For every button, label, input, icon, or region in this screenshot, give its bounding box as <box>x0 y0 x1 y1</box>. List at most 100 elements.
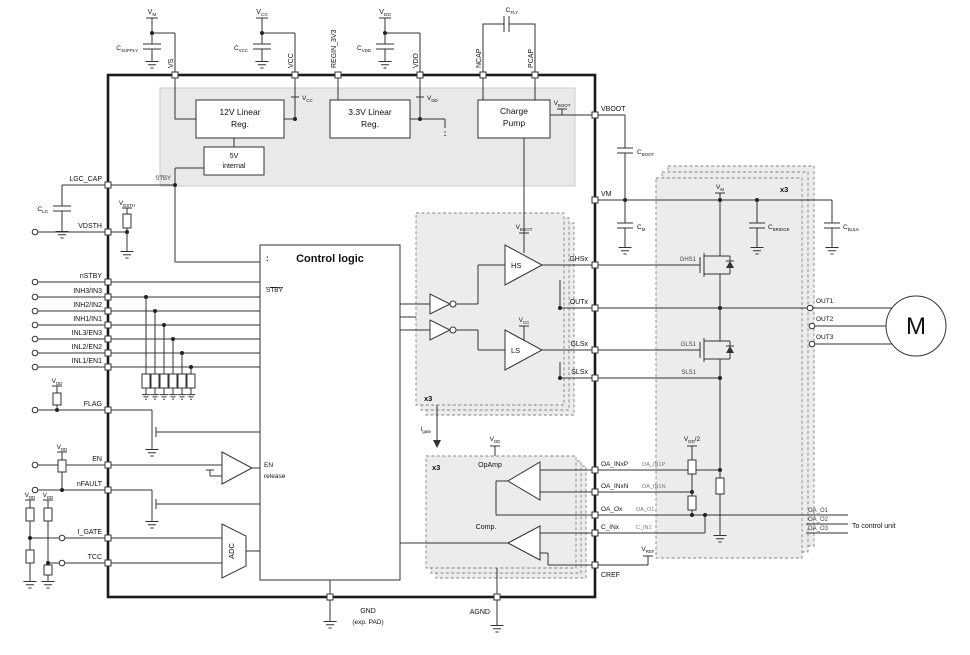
internal-5v-title: 5V <box>230 153 239 160</box>
pin-lgc-cap <box>104 181 112 189</box>
bridge-x3-label: x3 <box>780 185 788 194</box>
out3-label: OUT3 <box>816 334 834 341</box>
vdsth-ref-label: VDSTH <box>119 200 135 208</box>
pin-gnd <box>326 593 334 601</box>
vcc-tap-label: VCC <box>302 95 314 103</box>
pin-label-inl3: INL3/EN3 <box>72 330 102 337</box>
oa-o1-out-label: OA_O1 <box>808 508 829 514</box>
cbridge-label: CBRIDGE <box>768 224 790 232</box>
hs-driver-triangle <box>504 244 544 286</box>
pin-label-vm: VM <box>601 191 612 198</box>
pin-c-inx <box>591 529 599 537</box>
pin-label-inh3: INH3/IN3 <box>73 288 102 295</box>
pin-label-oa-inxp: OA_INxP <box>601 461 628 468</box>
dot <box>153 309 157 313</box>
dot <box>46 561 50 565</box>
driver-x3-label: x3 <box>424 394 432 403</box>
nfault-pullup-vdd: VDD <box>57 444 68 452</box>
terminal <box>808 322 816 330</box>
oa-in1p-net-label: OA_IN1P <box>642 462 666 468</box>
terminal <box>31 349 39 357</box>
opamp-stack-front <box>425 455 577 569</box>
to-control-unit-label: To control unit <box>852 523 896 530</box>
pin-vs <box>171 71 179 79</box>
csupply-label: CSUPPLY <box>116 45 138 53</box>
pin-outx <box>591 304 599 312</box>
more-outputs-colon: : <box>444 128 447 138</box>
gnd-icon <box>23 577 37 589</box>
opamp-x3-label: x3 <box>432 463 440 472</box>
vcc-supply-label: VCC <box>256 9 268 18</box>
resistors <box>25 213 725 576</box>
pin-cref <box>591 561 599 569</box>
dot <box>623 198 627 202</box>
motor-circle <box>885 295 947 357</box>
pin-label-oa-inxn: OA_INxN <box>601 483 629 490</box>
resistor <box>25 549 35 564</box>
pin-label-vdsth: VDSTH <box>78 223 102 230</box>
opamp-comp-wires <box>329 445 594 622</box>
en-release-label2: release <box>264 473 286 480</box>
resistor <box>168 373 178 389</box>
pin-slsx <box>591 374 599 382</box>
opamp-triangle <box>507 461 541 501</box>
terminal <box>31 406 39 414</box>
terminal <box>31 321 39 329</box>
charge-pump-title2: Pump <box>503 118 525 128</box>
resistor <box>186 373 196 389</box>
pin-inh1 <box>104 321 112 329</box>
dot <box>703 513 707 517</box>
control-colon: : <box>266 253 269 263</box>
pin-oa-ox <box>591 511 599 519</box>
reg12-title2: Reg. <box>231 119 249 129</box>
pin-label-igate: I_GATE <box>78 529 103 536</box>
cfly-label: CFLY <box>506 7 519 15</box>
pin-nstby <box>104 278 112 286</box>
dot <box>189 365 193 369</box>
ls-body-diode <box>726 346 734 353</box>
pin-label-pcap: PCAP <box>528 49 535 68</box>
cvcc-label: CVCC <box>234 45 249 53</box>
adc-label: ADC <box>227 543 236 559</box>
pin-label-slsx: SLSx <box>571 369 588 376</box>
dot <box>28 536 32 540</box>
right-outside-wires <box>598 114 840 566</box>
dot <box>180 351 184 355</box>
pin-inl3 <box>104 335 112 343</box>
vboot-tap-label: VBOOT <box>554 100 571 108</box>
pin-glsx <box>591 346 599 354</box>
en-comparator-triangle <box>221 451 254 485</box>
resistor <box>52 392 62 406</box>
resistor <box>687 495 697 511</box>
regulator-wire <box>174 78 592 263</box>
gate-driver-x3-stack <box>415 212 575 416</box>
reg12-title: 12V Linear <box>219 107 260 117</box>
comp-label: Comp. <box>476 524 497 531</box>
pin-ghsx <box>591 261 599 269</box>
resistor <box>141 373 151 389</box>
control-stby-label: STBY <box>266 287 284 294</box>
pin-inh3 <box>104 293 112 301</box>
terminal <box>31 335 39 343</box>
level-shifter-hs <box>429 293 452 315</box>
resistor <box>57 459 67 473</box>
pin-label-flag: FLAG <box>84 401 102 408</box>
inverter-bubble <box>449 326 457 334</box>
resistor <box>715 477 725 495</box>
vdd-tap-label: VDD <box>427 95 438 103</box>
dot <box>718 198 722 202</box>
igate-arrowhead <box>433 440 441 448</box>
motor-label: M <box>906 313 926 340</box>
internal-5v-title2: internal <box>223 163 246 170</box>
dot <box>55 408 59 412</box>
resistor <box>150 373 160 389</box>
oa-in1n-net-label: OA_IN1N <box>642 484 666 490</box>
driver-wires <box>400 264 592 440</box>
opamp-label: OpAmp <box>478 462 502 469</box>
right-wire <box>598 114 840 566</box>
pin-label-glsx: GLSx <box>570 341 588 348</box>
pin-label-inh1: INH1/IN1 <box>73 316 102 323</box>
resistor <box>25 507 35 522</box>
terminal <box>808 340 816 348</box>
